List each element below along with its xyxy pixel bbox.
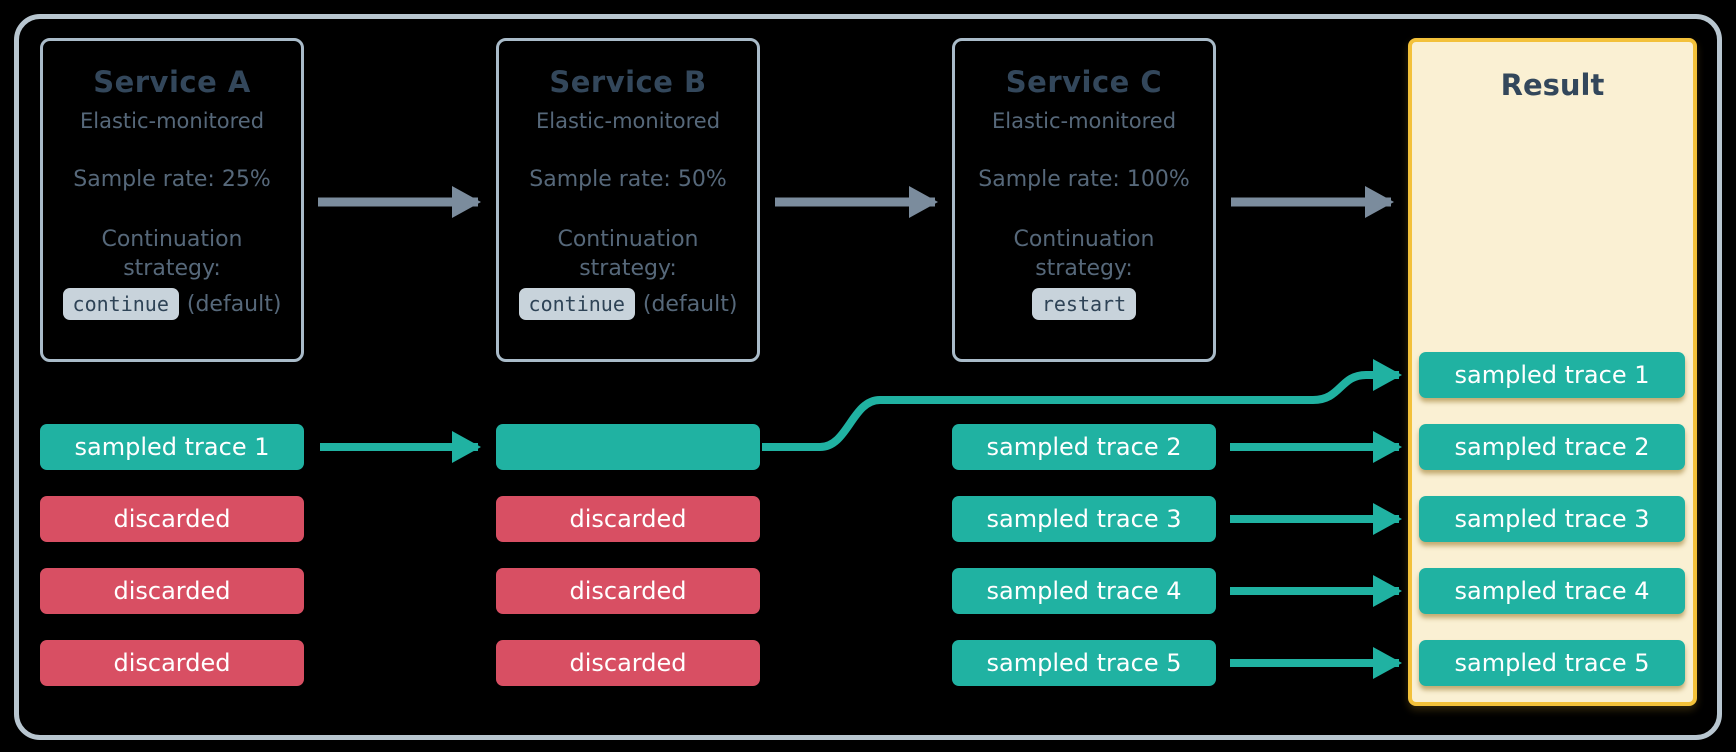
service-c-strategy-label: Continuation strategy: — [1013, 227, 1155, 281]
result-row-sampled-trace-2: sampled trace 2 — [1419, 424, 1685, 470]
service-c-box: Service C Elastic-monitored Sample rate:… — [952, 38, 1216, 362]
service-c-title: Service C — [1005, 65, 1163, 99]
lane-a-discarded-2: discarded — [40, 568, 304, 614]
service-b-strategy-label: Continuation strategy: — [557, 227, 699, 281]
service-b-sample-rate: Sample rate: 50% — [529, 167, 727, 192]
lane-b-sampled-unlabeled — [496, 424, 760, 470]
lane-c-sampled-trace-4: sampled trace 4 — [952, 568, 1216, 614]
service-a-strategy-row: continue (default) — [62, 288, 282, 321]
service-c-sample-rate: Sample rate: 100% — [978, 167, 1190, 192]
service-b-strategy-note: (default) — [642, 291, 738, 317]
lane-b-discarded-3: discarded — [496, 640, 760, 686]
lane-b-discarded-2: discarded — [496, 568, 760, 614]
service-b-title: Service B — [549, 65, 707, 99]
result-title: Result — [1500, 68, 1605, 102]
service-c-strategy-chip: restart — [1031, 288, 1137, 321]
service-a-monitoring: Elastic-monitored — [79, 109, 265, 133]
result-row-sampled-trace-4: sampled trace 4 — [1419, 568, 1685, 614]
service-a-strategy-label: Continuation strategy: — [101, 227, 243, 281]
service-c-monitoring: Elastic-monitored — [991, 109, 1177, 133]
service-b-monitoring: Elastic-monitored — [535, 109, 721, 133]
diagram-frame — [14, 14, 1722, 740]
service-a-sample-rate: Sample rate: 25% — [73, 167, 271, 192]
lane-a-discarded-3: discarded — [40, 640, 304, 686]
service-a-box: Service A Elastic-monitored Sample rate:… — [40, 38, 304, 362]
lane-c-sampled-trace-2: sampled trace 2 — [952, 424, 1216, 470]
lane-c-sampled-trace-3: sampled trace 3 — [952, 496, 1216, 542]
service-a-strategy-note: (default) — [186, 291, 282, 317]
lane-c-sampled-trace-5: sampled trace 5 — [952, 640, 1216, 686]
lane-b-discarded-1: discarded — [496, 496, 760, 542]
service-b-box: Service B Elastic-monitored Sample rate:… — [496, 38, 760, 362]
service-a-title: Service A — [93, 65, 251, 99]
result-row-sampled-trace-5: sampled trace 5 — [1419, 640, 1685, 686]
service-b-strategy-chip: continue — [518, 288, 635, 321]
service-b-strategy-row: continue (default) — [518, 288, 738, 321]
lane-a-sampled-trace-1: sampled trace 1 — [40, 424, 304, 470]
lane-a-discarded-1: discarded — [40, 496, 304, 542]
service-c-strategy-row: restart — [1031, 288, 1137, 321]
result-row-sampled-trace-3: sampled trace 3 — [1419, 496, 1685, 542]
result-row-sampled-trace-1: sampled trace 1 — [1419, 352, 1685, 398]
service-a-strategy-chip: continue — [62, 288, 179, 321]
